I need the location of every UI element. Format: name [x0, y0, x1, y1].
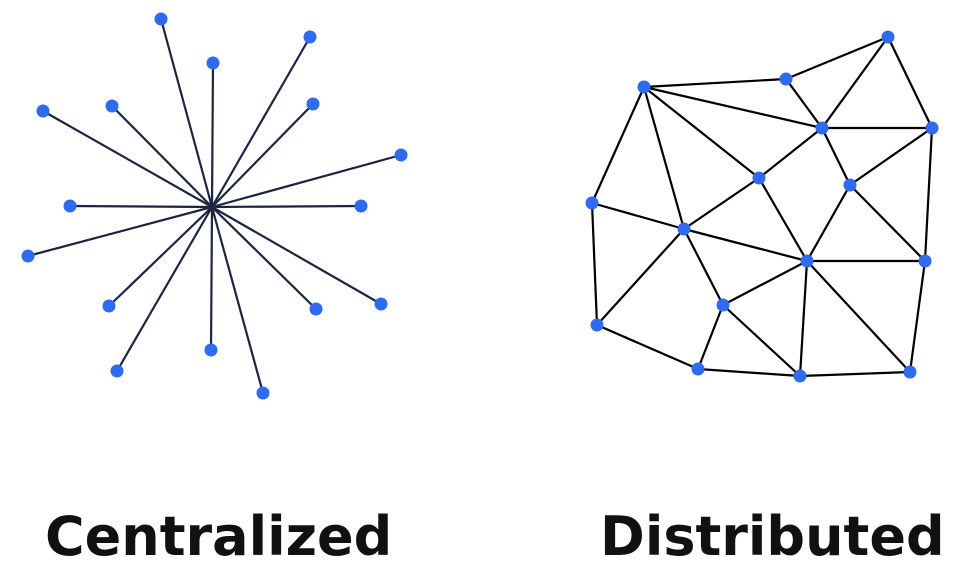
mesh-edge [821, 36, 889, 129]
mesh-edge [590, 86, 646, 204]
mesh-edge [785, 35, 889, 81]
mesh-edge [849, 184, 926, 262]
node [590, 318, 604, 332]
node [354, 199, 368, 213]
mesh-edge [806, 184, 851, 262]
spoke-edge [42, 110, 213, 208]
mesh-edge [683, 177, 760, 230]
node [36, 104, 50, 118]
mesh-edge [849, 127, 933, 186]
spoke-edge [209, 206, 214, 351]
spoke-edge [111, 105, 213, 208]
node [918, 254, 932, 268]
node [309, 302, 323, 316]
node [843, 178, 857, 192]
node [716, 298, 730, 312]
node [303, 30, 317, 44]
spoke-edge [159, 18, 214, 208]
node [63, 199, 77, 213]
node [105, 99, 119, 113]
node [21, 249, 35, 263]
node [585, 196, 599, 210]
node [779, 72, 793, 86]
spoke-edge [69, 204, 213, 209]
node [637, 80, 651, 94]
mesh-edge [785, 78, 823, 129]
distributed-label: Distributed [600, 505, 945, 568]
spoke-edge [211, 204, 362, 209]
mesh-edge [643, 77, 787, 89]
mesh-edge [683, 228, 724, 306]
mesh-edge [642, 86, 686, 230]
node [206, 56, 220, 70]
node [374, 297, 388, 311]
node [903, 365, 917, 379]
mesh-edge [596, 228, 685, 326]
mesh-edge [798, 260, 809, 377]
spoke-edge [116, 206, 213, 372]
spoke-edge [211, 153, 402, 209]
spoke-edge [108, 206, 213, 307]
node [256, 386, 270, 400]
mesh-edge [722, 304, 801, 377]
mesh-edge [821, 127, 851, 186]
centralized-network [21, 12, 408, 400]
mesh-edge [643, 86, 760, 179]
mesh-edge [799, 370, 911, 378]
mesh-edge [590, 202, 599, 326]
mesh-edge [596, 323, 699, 371]
spoke-edge [27, 205, 213, 258]
mesh-edge [758, 127, 823, 179]
node [677, 222, 691, 236]
node [394, 148, 408, 162]
node [752, 171, 766, 185]
distributed-network [585, 30, 939, 383]
node [110, 364, 124, 378]
node [800, 254, 814, 268]
mesh-edge [591, 201, 685, 231]
mesh-edge [643, 85, 823, 130]
node [306, 97, 320, 111]
node [925, 121, 939, 135]
node [204, 343, 218, 357]
node [881, 30, 895, 44]
spoke-edge [210, 62, 215, 208]
node [793, 369, 807, 383]
mesh-edge [683, 227, 808, 263]
mesh-edge [722, 260, 808, 306]
mesh-edge [923, 127, 934, 262]
node [691, 362, 705, 376]
mesh-edge [697, 367, 801, 378]
node [154, 12, 168, 26]
node [102, 299, 116, 313]
mesh-edge [887, 36, 933, 129]
spoke-edge [211, 103, 314, 208]
mesh-edge [758, 177, 808, 262]
mesh-edge [696, 304, 725, 370]
spoke-edge [211, 36, 311, 208]
mesh-edge [908, 260, 927, 373]
spoke-edge [211, 206, 382, 305]
node [815, 121, 829, 135]
spoke-edge [210, 206, 265, 394]
mesh-edge [806, 260, 911, 373]
spoke-edge [211, 206, 317, 310]
centralized-label: Centralized [45, 505, 393, 568]
